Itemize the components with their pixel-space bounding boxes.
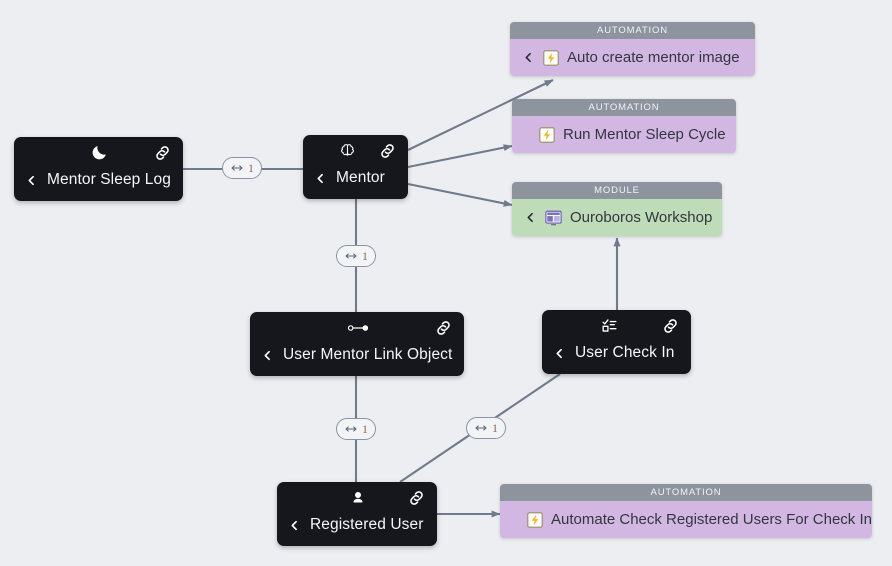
link-icon[interactable] — [378, 141, 397, 160]
relation-icon — [347, 320, 369, 336]
node-title-row[interactable]: Mentor Sleep Log — [14, 168, 183, 201]
chevron-left-icon[interactable] — [288, 518, 301, 533]
node-title-row[interactable]: Registered User — [277, 513, 437, 546]
node-label: Registered User — [310, 516, 424, 533]
card-label: Ouroboros Workshop — [570, 209, 713, 226]
card-type-label: MODULE — [512, 182, 722, 199]
bolt-icon — [527, 511, 543, 528]
card-auto-create-mentor-image[interactable]: AUTOMATION Auto create mentor image — [510, 22, 755, 76]
chevron-left-icon[interactable] — [261, 348, 274, 363]
card-type-label: AUTOMATION — [510, 22, 755, 39]
link-icon[interactable] — [153, 143, 172, 162]
double-arrow-icon — [344, 424, 358, 434]
window-icon — [545, 210, 562, 226]
node-registered-user[interactable]: Registered User — [277, 482, 437, 546]
card-label: Auto create mentor image — [567, 49, 740, 66]
node-title-row[interactable]: User Mentor Link Object — [250, 343, 464, 376]
node-user-mentor-link-object[interactable]: User Mentor Link Object — [250, 312, 464, 376]
relation-badge-checkin-registered-user[interactable]: 1 — [466, 417, 506, 439]
node-header — [250, 312, 464, 343]
card-ouroboros-workshop[interactable]: MODULE Ouroboros Workshop — [512, 182, 722, 236]
chevron-left-icon[interactable] — [522, 50, 535, 65]
card-automate-check-registered-users-for-check-in[interactable]: AUTOMATION Automate Check Registered Use… — [500, 484, 872, 538]
checklist-icon — [600, 316, 619, 335]
card-body[interactable]: Auto create mentor image — [510, 39, 755, 76]
relation-count: 1 — [362, 248, 368, 263]
node-mentor-sleep-log[interactable]: Mentor Sleep Log — [14, 137, 183, 201]
node-label: Mentor — [336, 169, 385, 186]
node-header — [277, 482, 437, 513]
chevron-left-icon[interactable] — [524, 210, 537, 225]
edge-mentor-to-run-mentor-sleep-cycle — [407, 144, 513, 169]
card-type-label: AUTOMATION — [512, 99, 736, 116]
relation-count: 1 — [248, 160, 254, 175]
double-arrow-icon — [230, 163, 244, 173]
card-body[interactable]: Automate Check Registered Users For Chec… — [500, 501, 872, 538]
brain-icon — [338, 141, 357, 160]
node-label: Mentor Sleep Log — [47, 171, 171, 188]
user-icon — [349, 489, 367, 507]
link-icon[interactable] — [434, 318, 453, 337]
double-arrow-icon — [474, 423, 488, 433]
node-user-check-in[interactable]: User Check In — [542, 310, 691, 374]
relation-count: 1 — [362, 421, 368, 436]
node-header — [14, 137, 183, 168]
bolt-icon — [539, 126, 555, 143]
card-label: Automate Check Registered Users For Chec… — [551, 511, 872, 528]
relation-badge-mentor-link[interactable]: 1 — [336, 245, 376, 267]
node-title-row[interactable]: Mentor — [303, 166, 408, 199]
chevron-left-icon[interactable] — [314, 171, 327, 186]
card-body[interactable]: Ouroboros Workshop — [512, 199, 722, 236]
card-body[interactable]: Run Mentor Sleep Cycle — [512, 116, 736, 153]
link-icon[interactable] — [661, 316, 680, 335]
node-label: User Mentor Link Object — [283, 346, 453, 363]
card-type-label: AUTOMATION — [500, 484, 872, 501]
link-icon[interactable] — [407, 488, 426, 507]
node-header — [542, 310, 691, 341]
edge-mentor-to-ouroboros-workshop — [407, 182, 513, 207]
moon-icon — [90, 143, 109, 162]
chevron-left-icon[interactable] — [553, 346, 566, 361]
double-arrow-icon — [344, 251, 358, 261]
node-mentor[interactable]: Mentor — [303, 135, 408, 199]
card-label: Run Mentor Sleep Cycle — [563, 126, 726, 143]
relation-badge-link-registered-user[interactable]: 1 — [336, 418, 376, 440]
relation-count: 1 — [492, 420, 498, 435]
bolt-icon — [543, 49, 559, 66]
node-header — [303, 135, 408, 166]
card-run-mentor-sleep-cycle[interactable]: AUTOMATION Run Mentor Sleep Cycle — [512, 99, 736, 153]
node-title-row[interactable]: User Check In — [542, 341, 691, 374]
chevron-left-icon[interactable] — [25, 173, 38, 188]
relation-badge-mentor-sleep-log[interactable]: 1 — [222, 157, 262, 179]
node-label: User Check In — [575, 344, 675, 361]
